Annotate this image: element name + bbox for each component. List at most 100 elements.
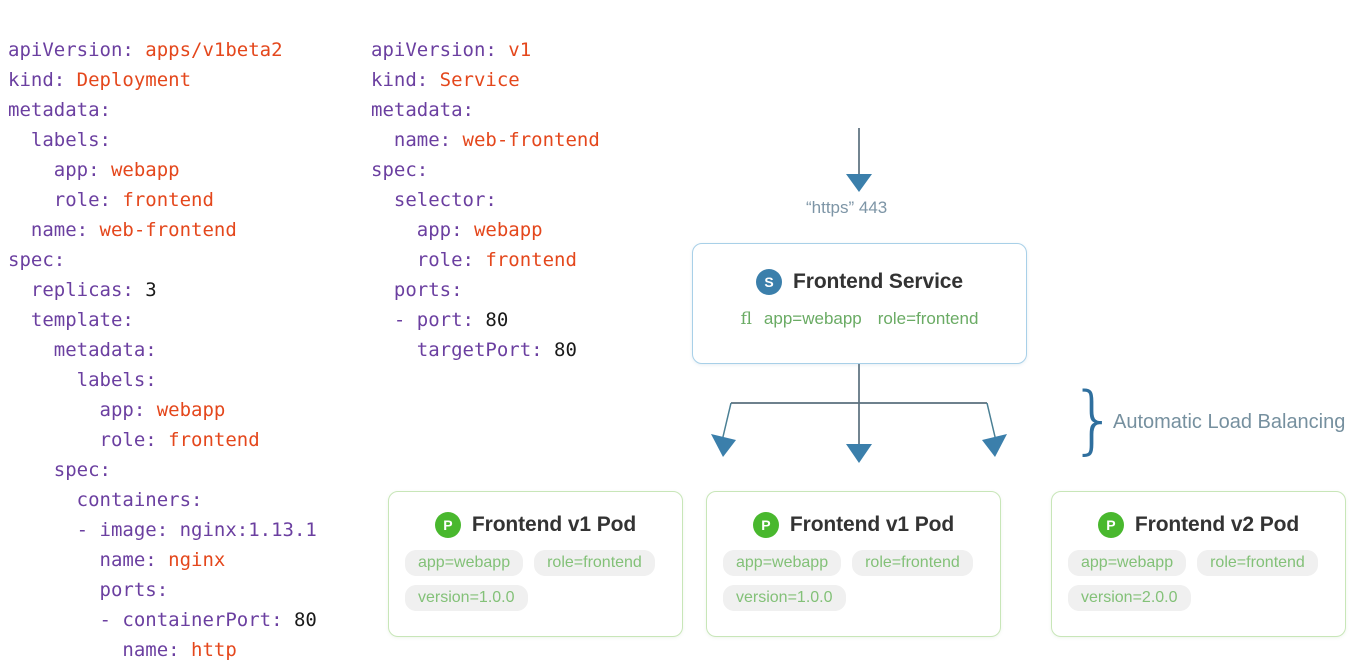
service-selector-row: ﬂ app=webapp role=frontend [693,309,1026,329]
yaml-token: name: [8,219,100,241]
arrowhead-left [711,434,736,457]
yaml-token: v1 [508,39,532,61]
yaml-token: 80 [554,339,577,361]
yaml-token: spec: [8,249,66,271]
yaml-token: metadata: [8,99,111,121]
ingress-port-label: “https” 443 [806,198,888,217]
pod-label-chip: app=webapp [405,550,524,576]
pod-node-3[interactable]: P Frontend v2 Pod app=webapp role=fronte… [1051,491,1346,637]
service-selector-role: role=frontend [877,309,979,328]
yaml-line: labels: [8,365,317,395]
yaml-token: name: [8,639,192,661]
yaml-token: metadata: [371,99,474,121]
yaml-token: metadata: [8,339,157,361]
yaml-token: - containerPort: [8,609,294,631]
yaml-line: spec: [371,155,600,185]
yaml-token: Service [439,69,520,91]
yaml-token: app: [371,219,474,241]
yaml-line: role: frontend [371,245,600,275]
yaml-line: name: nginx [8,545,317,575]
yaml-token: replicas: [8,279,146,301]
yaml-token: webapp [473,219,543,241]
pod-label-chip: version=2.0.0 [1068,585,1191,611]
pod-label-chip: app=webapp [1068,550,1187,576]
yaml-line: - image: nginx:1.13.1 [8,515,317,545]
yaml-line: kind: Deployment [8,65,317,95]
yaml-line: labels: [8,125,317,155]
yaml-line: metadata: [8,335,317,365]
pod-label-chips: app=webapp role=frontend version=1.0.0 [389,550,682,611]
yaml-token: - image: nginx:1.13.1 [8,519,317,541]
yaml-line: apiVersion: v1 [371,35,600,65]
pod-title: Frontend v1 Pod [471,513,637,536]
pod-node-2[interactable]: P Frontend v1 Pod app=webapp role=fronte… [706,491,1001,637]
ingress-arrow [846,128,872,192]
yaml-token: app: [8,399,157,421]
pod-label-chips: app=webapp role=frontend version=2.0.0 [1052,550,1345,611]
yaml-token: containers: [8,489,203,511]
deployment-yaml-block: apiVersion: apps/v1beta2 kind: Deployment… [8,35,317,665]
yaml-line: app: webapp [8,155,317,185]
yaml-line: - port: 80 [371,305,600,335]
pod-header: P Frontend v1 Pod [389,512,682,538]
yaml-token: web-frontend [99,219,237,241]
yaml-token: web-frontend [462,129,600,151]
arrowhead-center [846,444,872,463]
yaml-token: apiVersion: [8,39,146,61]
yaml-token: spec: [371,159,429,181]
yaml-line: targetPort: 80 [371,335,600,365]
yaml-token: Deployment [76,69,192,91]
yaml-token: 80 [293,609,317,631]
yaml-token: frontend [168,429,260,451]
yaml-line: metadata: [371,95,600,125]
pod-label-chip: app=webapp [723,550,842,576]
yaml-token: apps/v1beta2 [145,39,283,61]
yaml-line: ports: [8,575,317,605]
yaml-token: role: [371,249,486,271]
yaml-token: kind: [8,69,77,91]
pod-label-chips: app=webapp role=frontend version=1.0.0 [707,550,1000,611]
yaml-line: name: web-frontend [8,215,317,245]
yaml-line: spec: [8,455,317,485]
yaml-token: role: [8,189,123,211]
load-balancing-label: Automatic Load Balancing [1113,411,1346,433]
pod-badge-icon: P [1097,512,1124,538]
selector-glyph-icon: ﬂ [740,309,752,329]
yaml-token: http [191,639,237,661]
yaml-token: spec: [8,459,111,481]
yaml-line: name: web-frontend [371,125,600,155]
yaml-line: metadata: [8,95,317,125]
yaml-line: name: http [8,635,317,665]
pod-label-chip: role=frontend [1197,550,1318,576]
yaml-line: app: webapp [371,215,600,245]
pod-badge-icon: P [434,512,461,538]
pod-label-chip: version=1.0.0 [405,585,528,611]
service-header: S Frontend Service [693,269,1026,295]
yaml-line: ports: [371,275,600,305]
yaml-line: role: frontend [8,185,317,215]
arrowhead-right [982,434,1007,457]
yaml-token: frontend [122,189,214,211]
pod-title: Frontend v1 Pod [789,513,955,536]
pod-label-chip: version=1.0.0 [723,585,846,611]
yaml-token: frontend [485,249,577,271]
yaml-line: role: frontend [8,425,317,455]
yaml-line: selector: [371,185,600,215]
frontend-service-node[interactable]: S Frontend Service ﬂ app=webapp role=fro… [692,243,1027,364]
yaml-token: nginx [168,549,226,571]
yaml-token: app: [8,159,111,181]
pod-node-1[interactable]: P Frontend v1 Pod app=webapp role=fronte… [388,491,683,637]
yaml-line: kind: Service [371,65,600,95]
yaml-token: labels: [8,369,157,391]
yaml-token: kind: [371,69,440,91]
yaml-line: template: [8,305,317,335]
yaml-line: app: webapp [8,395,317,425]
yaml-token: - port: [371,309,486,331]
service-selector-app: app=webapp [763,309,862,328]
yaml-token: webapp [110,159,180,181]
pod-label-chip: role=frontend [852,550,973,576]
yaml-token: ports: [371,279,463,301]
yaml-line: - containerPort: 80 [8,605,317,635]
service-title: Frontend Service [793,270,963,293]
yaml-token: targetPort: [371,339,555,361]
